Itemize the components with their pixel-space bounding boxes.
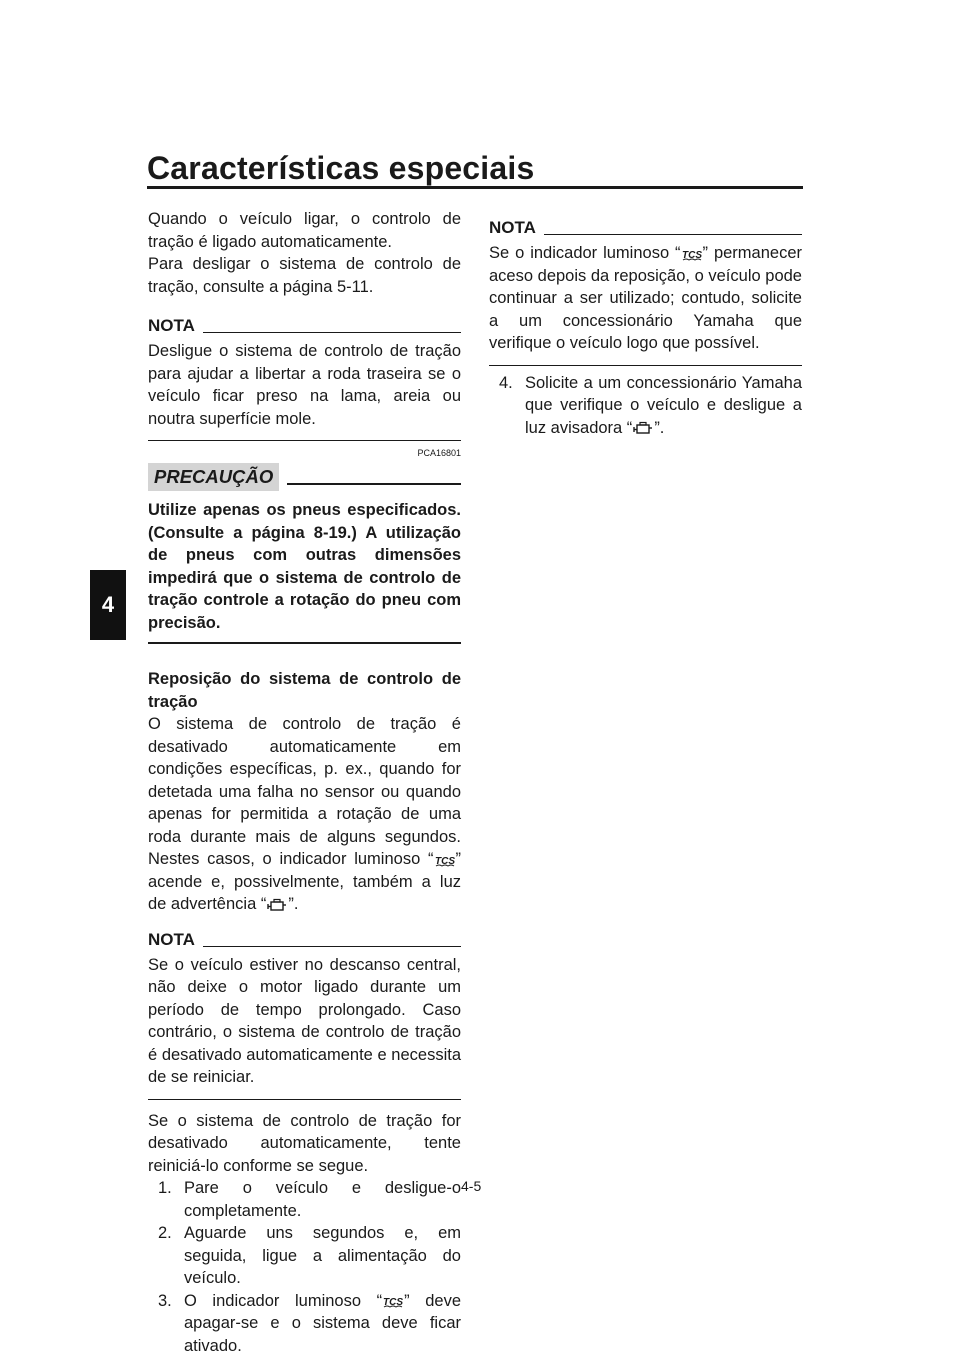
page-title: Características especiais	[147, 150, 535, 186]
note-heading-2: NOTA	[148, 930, 461, 950]
list-item: 1.Pare o veículo e desligue-o completame…	[158, 1179, 461, 1220]
intro-text-2: Para desligar o sistema de controlo de t…	[148, 255, 461, 296]
note-end-rule	[148, 440, 461, 441]
note-text-2: Se o veículo estiver no descanso central…	[148, 955, 461, 1087]
caution-code: PCA16801	[417, 448, 461, 458]
chapter-tab: 4	[90, 570, 126, 640]
list-item: 4.Solicite a um concessionário Yamaha qu…	[499, 373, 802, 437]
list-item: 3.O indicador luminoso “TCS” deve apagar…	[158, 1291, 461, 1355]
right-column: NOTA Se o indicador luminoso “TCS” perma…	[489, 218, 802, 439]
tcs-indicator-icon: TCS	[383, 1297, 403, 1308]
caution-rule	[287, 483, 461, 485]
caution-heading: PRECAUÇÃO	[148, 463, 461, 491]
note-label: NOTA	[148, 316, 195, 335]
section-body: O sistema de controlo de tração é desati…	[148, 715, 461, 913]
tcs-indicator-icon: TCS	[682, 250, 702, 261]
note-end-rule-2	[148, 1098, 461, 1100]
left-column: Quando o veículo ligar, o controlo de tr…	[148, 208, 461, 1357]
svg-text:TCS: TCS	[383, 1297, 403, 1308]
tcs-indicator-icon: TCS	[435, 856, 455, 867]
note-heading: NOTA	[148, 316, 461, 336]
caution-end-rule	[148, 642, 461, 644]
caution-text: Utilize apenas os pneus especificados. (…	[148, 501, 461, 632]
list-item: 2.Aguarde uns segundos e, em seguida, li…	[158, 1224, 461, 1287]
note-end-rule-3	[489, 364, 802, 366]
title-rule	[147, 186, 803, 189]
section-heading: Reposição do sistema de controlo de traç…	[148, 670, 461, 711]
svg-text:TCS: TCS	[435, 856, 455, 867]
note-label-2: NOTA	[148, 929, 195, 949]
engine-warning-icon	[633, 422, 653, 434]
note-text-3: Se o indicador luminoso “TCS” permanecer…	[489, 244, 802, 352]
note-text: Desligue o sistema de controlo de tração…	[148, 342, 461, 428]
svg-text:TCS: TCS	[682, 250, 702, 261]
note-rule-3	[543, 234, 802, 235]
engine-warning-icon	[267, 898, 287, 911]
note-label-3: NOTA	[489, 218, 536, 237]
restart-steps: 1.Pare o veículo e desligue-o completame…	[148, 1177, 461, 1357]
note-rule	[202, 332, 461, 333]
caution-label: PRECAUÇÃO	[148, 463, 280, 491]
restart-intro: Se o sistema de controlo de tração for d…	[148, 1111, 461, 1175]
page-number: 4-5	[461, 1178, 482, 1194]
restart-steps-cont: 4.Solicite a um concessionário Yamaha qu…	[489, 372, 802, 440]
note-heading-3: NOTA	[489, 218, 802, 238]
note-rule-2	[202, 945, 461, 947]
intro-text: Quando o veículo ligar, o controlo de tr…	[148, 210, 461, 251]
